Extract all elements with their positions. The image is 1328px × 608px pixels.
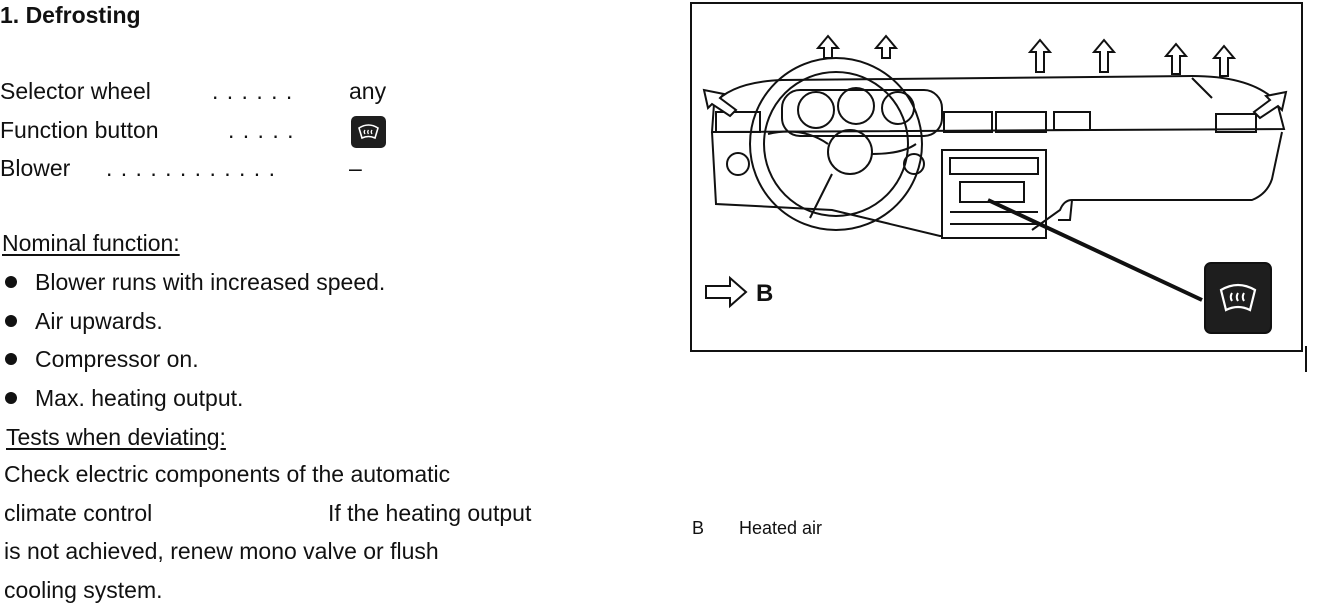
list-item-text: Blower runs with increased speed. <box>35 269 386 295</box>
setting-value: any <box>349 78 387 104</box>
tests-line: climate control <box>4 500 153 526</box>
legend-text: Heated air <box>739 518 823 538</box>
tests-line: Check electric components of the automat… <box>4 461 451 487</box>
setting-label: Blower <box>0 155 71 181</box>
dashboard-illustration <box>702 34 1288 309</box>
bullet <box>5 276 17 289</box>
bullet <box>5 392 17 405</box>
tests-line: If the heating output <box>328 500 532 526</box>
tests-line: cooling system. <box>4 577 163 603</box>
setting-label: Selector wheel <box>0 78 151 104</box>
arrow-label: B <box>756 280 774 307</box>
margin-mark <box>1305 346 1307 372</box>
defrost-icon <box>1219 283 1257 312</box>
setting-value: – <box>349 155 362 181</box>
defrost-button-callout <box>1204 262 1272 334</box>
list-item: Blower runs with increased speed. <box>0 269 385 296</box>
list-item-text: Max. heating output. <box>35 385 244 411</box>
list-item: Max. heating output. <box>0 385 243 412</box>
defrost-icon <box>358 124 379 140</box>
list-item-text: Air upwards. <box>35 308 163 334</box>
bullet <box>5 353 17 366</box>
leader-dots: . . . . . . <box>212 78 294 104</box>
bullet <box>5 315 17 328</box>
section-title: 1. Defrosting <box>0 2 141 28</box>
legend-key: B <box>692 518 705 538</box>
tests-heading: Tests when deviating: <box>6 424 226 450</box>
dashboard-figure: B <box>690 2 1303 352</box>
tests-line: is not achieved, renew mono valve or flu… <box>4 538 439 564</box>
list-item: Compressor on. <box>0 346 199 373</box>
setting-label: Function button <box>0 117 159 143</box>
nominal-function-heading: Nominal function: <box>2 230 180 256</box>
list-item: Air upwards. <box>0 308 163 335</box>
list-item-text: Compressor on. <box>35 346 199 372</box>
leader-dots: . . . . . . . . . . . . <box>106 155 276 181</box>
defrost-button-icon <box>351 116 386 148</box>
leader-dots: . . . . . <box>228 117 295 143</box>
